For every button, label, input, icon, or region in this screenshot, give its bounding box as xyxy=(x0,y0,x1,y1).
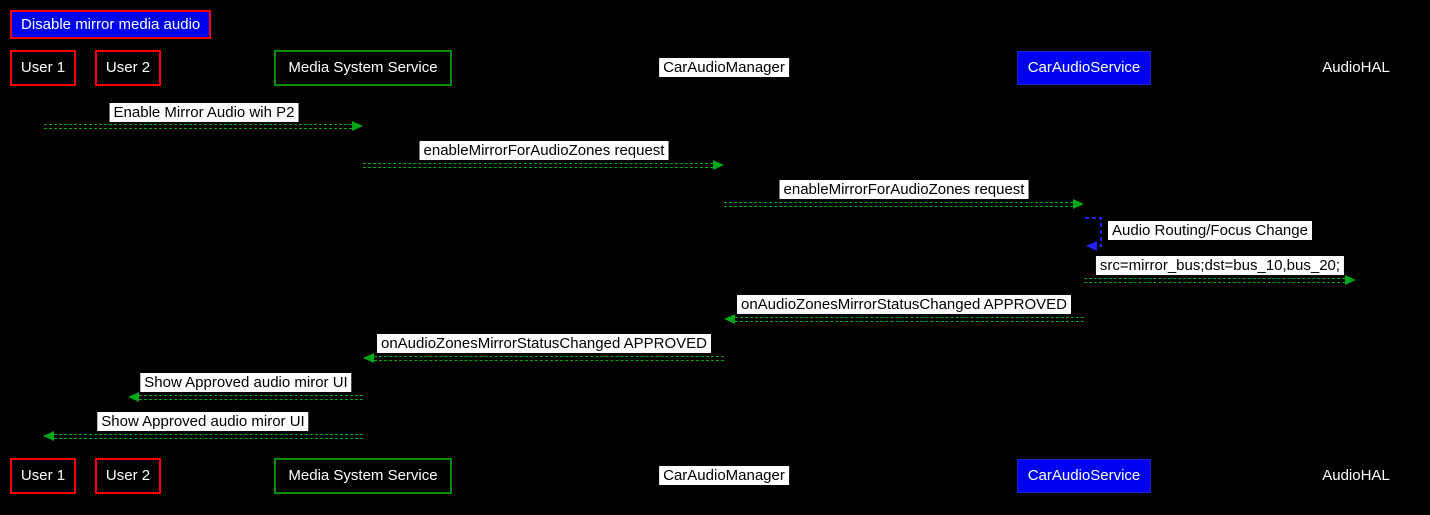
message-arrow-line xyxy=(363,163,713,168)
arrowhead-right-icon xyxy=(1073,199,1084,209)
participant-car-audio-manager-top: CarAudioManager xyxy=(659,58,789,77)
message-label: Show Approved audio miror UI xyxy=(140,373,352,392)
self-message-arrow xyxy=(1085,217,1102,251)
message-arrow-line xyxy=(44,124,352,129)
participant-audiohal-top: AudioHAL xyxy=(1322,59,1390,76)
participant-user1-bottom: User 1 xyxy=(10,458,76,494)
participant-media-system-service-bottom: Media System Service xyxy=(274,458,452,494)
message-label: Audio Routing/Focus Change xyxy=(1108,221,1312,240)
message-label: Enable Mirror Audio wih P2 xyxy=(109,103,299,122)
arrowhead-right-icon xyxy=(713,160,724,170)
message-arrow-line xyxy=(374,356,724,361)
arrowhead-left-icon xyxy=(363,353,374,363)
message-arrow-line xyxy=(735,317,1084,322)
message-label: Show Approved audio miror UI xyxy=(97,412,309,431)
message-label: src=mirror_bus;dst=bus_10,bus_20; xyxy=(1095,256,1345,275)
arrowhead-left-icon xyxy=(724,314,735,324)
participant-car-audio-service-bottom: CarAudioService xyxy=(1017,459,1151,493)
participant-car-audio-manager-bottom: CarAudioManager xyxy=(659,466,789,485)
message-label: onAudioZonesMirrorStatusChanged APPROVED xyxy=(376,334,712,353)
message-arrow-line xyxy=(54,434,363,439)
message-label: onAudioZonesMirrorStatusChanged APPROVED xyxy=(736,295,1072,314)
diagram-title: Disable mirror media audio xyxy=(10,10,212,39)
message-arrow-line xyxy=(1084,278,1345,283)
message-arrow-line xyxy=(724,202,1073,207)
arrowhead-left-icon xyxy=(128,392,139,402)
message-arrow-line xyxy=(139,395,363,400)
arrowhead-left-icon xyxy=(43,431,54,441)
participant-user2-bottom: User 2 xyxy=(95,458,161,494)
participant-audiohal-bottom: AudioHAL xyxy=(1322,467,1390,484)
arrowhead-right-icon xyxy=(1345,275,1356,285)
participant-media-system-service-top: Media System Service xyxy=(274,50,452,86)
participant-user1-top: User 1 xyxy=(10,50,76,86)
participant-car-audio-service-top: CarAudioService xyxy=(1017,51,1151,85)
participant-user2-top: User 2 xyxy=(95,50,161,86)
arrowhead-right-icon xyxy=(352,121,363,131)
message-label: enableMirrorForAudioZones request xyxy=(419,141,669,160)
message-label: enableMirrorForAudioZones request xyxy=(779,180,1029,199)
